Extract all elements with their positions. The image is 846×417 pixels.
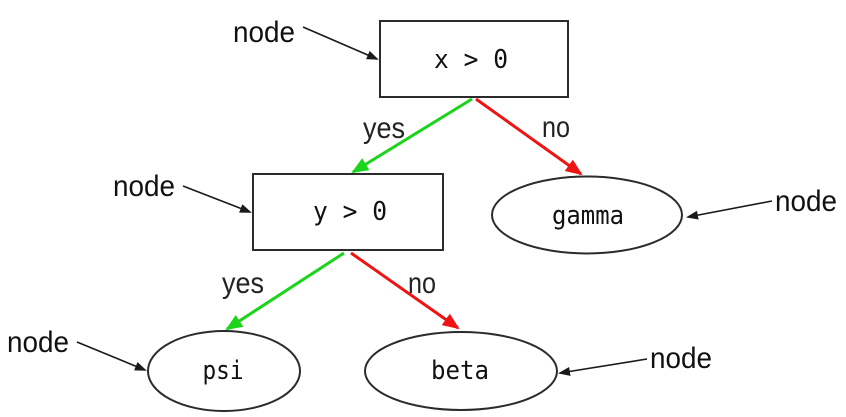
annotation-arrow-checky — [182, 185, 252, 213]
edge-root-yes — [351, 97, 473, 174]
annotation-label-root: node — [233, 16, 295, 49]
node-beta-ellipse — [364, 331, 558, 411]
annotation-label-psi: node — [7, 326, 69, 359]
edge-checky-no — [350, 251, 460, 330]
node-gamma-ellipse — [491, 175, 683, 255]
annotation-arrow-psi — [76, 341, 147, 371]
edge-root-no — [475, 97, 583, 176]
edge-label-no-2: no — [408, 267, 436, 300]
node-root-label: x > 0 — [434, 45, 508, 75]
annotation-arrow-gamma — [686, 200, 773, 220]
edge-label-yes-2: yes — [222, 267, 264, 300]
annotation-arrow-root — [302, 26, 379, 60]
edge-checky-yes — [225, 251, 345, 331]
annotation-arrow-beta — [558, 358, 648, 376]
node-psi-label: psi — [203, 356, 244, 386]
edge-label-yes-1: yes — [363, 112, 405, 145]
edge-label-no-1: no — [542, 111, 570, 144]
node-gamma-label: gamma — [552, 201, 624, 231]
node-checky-label: y > 0 — [313, 197, 387, 227]
node-root-rect — [379, 20, 569, 98]
annotation-label-checky: node — [113, 170, 175, 203]
annotation-label-beta: node — [650, 342, 712, 375]
node-psi-ellipse — [147, 330, 301, 412]
node-beta-label: beta — [431, 356, 489, 386]
annotation-label-gamma: node — [775, 185, 837, 218]
node-checky-rect — [252, 173, 444, 251]
